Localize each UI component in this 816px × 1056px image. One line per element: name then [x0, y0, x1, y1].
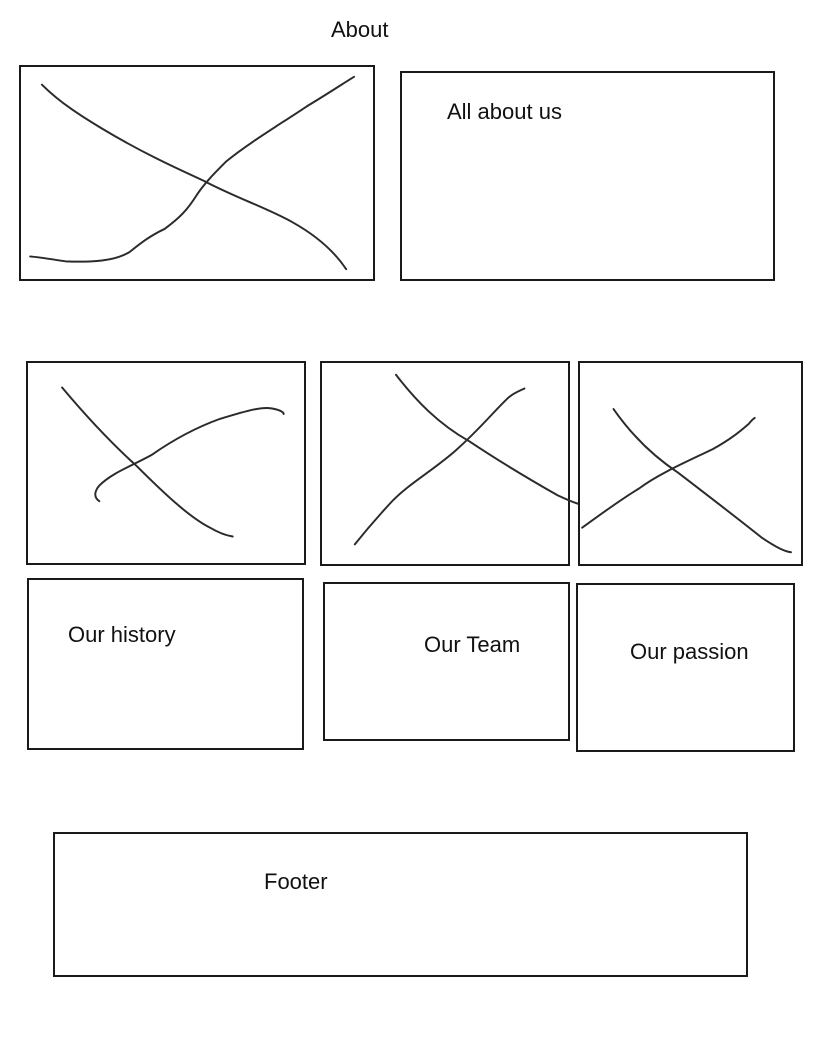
team-image-placeholder — [320, 361, 596, 566]
footer: Footer — [53, 832, 748, 977]
hero-image-placeholder — [19, 65, 375, 281]
intro-text: All about us — [447, 99, 562, 124]
image-placeholder-x-icon — [29, 75, 356, 271]
history-text-box: Our history — [27, 578, 304, 750]
section-label: Our Team — [424, 632, 521, 657]
section-label: Our history — [68, 622, 176, 647]
image-placeholder-x-icon — [61, 386, 285, 538]
section-label: Our passion — [630, 639, 749, 664]
page-title: About — [331, 17, 389, 42]
intro-text-box: All about us — [400, 71, 775, 281]
image-placeholder-x-icon — [353, 373, 596, 546]
history-image-placeholder — [26, 361, 306, 565]
passion-image-placeholder — [578, 361, 803, 566]
image-placeholder-x-icon — [581, 408, 792, 554]
passion-text-box: Our passion — [576, 583, 795, 752]
team-text-box: Our Team — [323, 582, 570, 741]
footer-label: Footer — [264, 869, 328, 894]
